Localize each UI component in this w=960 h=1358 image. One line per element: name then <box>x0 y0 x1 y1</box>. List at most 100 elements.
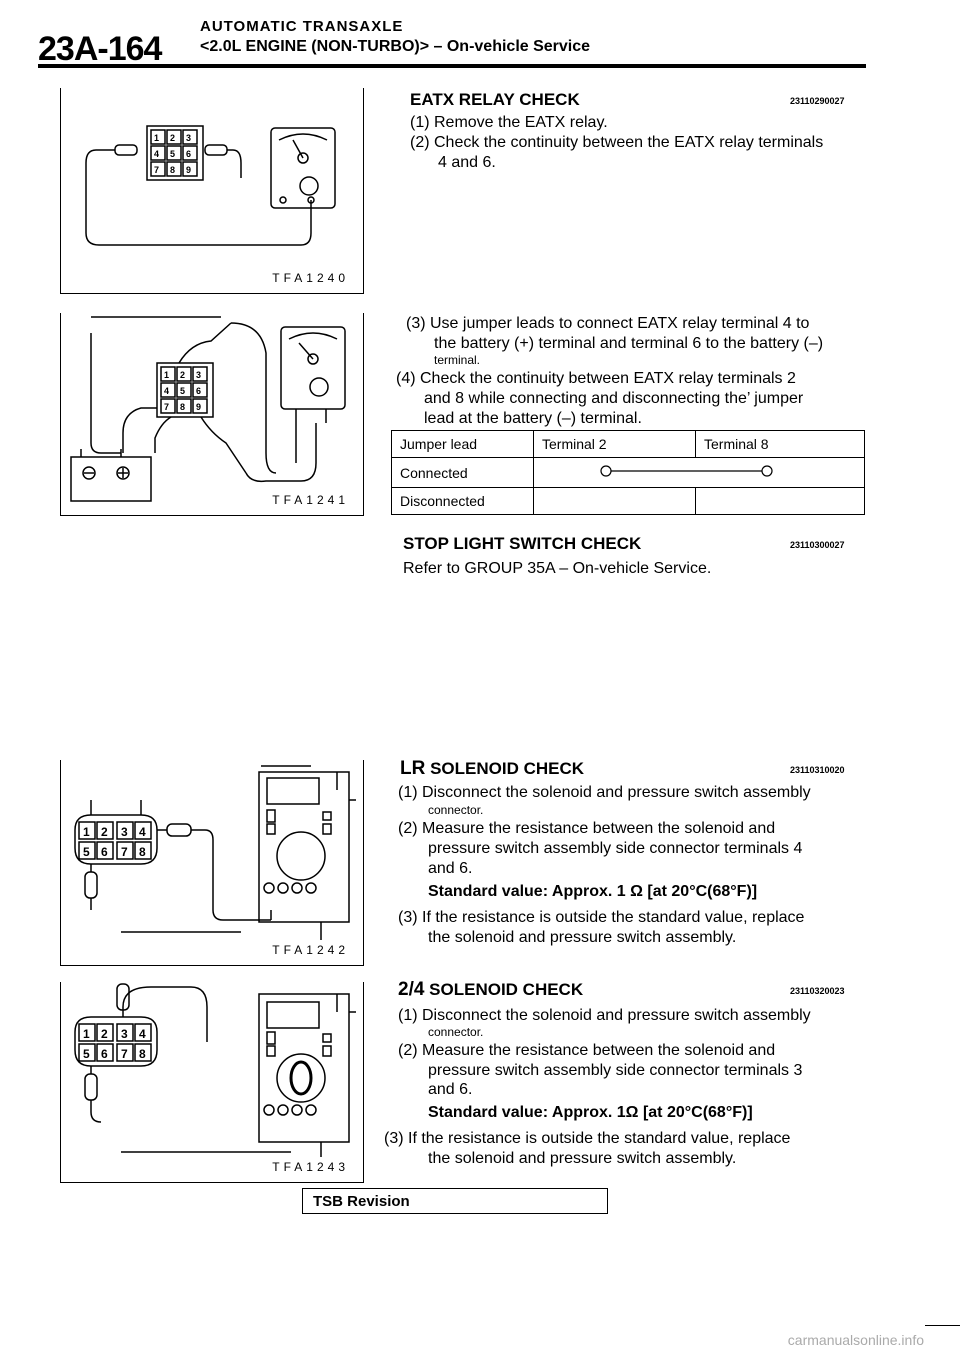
svg-text:7: 7 <box>121 1047 128 1061</box>
lr-step-3-cont: the solenoid and pressure switch assembl… <box>428 929 737 946</box>
svg-text:2: 2 <box>101 825 108 839</box>
watermark: carmanualsonline.info <box>787 1332 924 1348</box>
svg-text:5: 5 <box>83 1047 90 1061</box>
eatx-step-2: (2) Check the continuity between the EAT… <box>410 134 824 151</box>
svg-text:2: 2 <box>170 133 175 143</box>
lr-step-1: (1) Disconnect the solenoid and pressure… <box>398 784 811 801</box>
table-row: Disconnected <box>391 487 865 515</box>
svg-text:3: 3 <box>121 825 128 839</box>
eatx-relay-title: EATX RELAY CHECK <box>410 90 580 109</box>
svg-text:2: 2 <box>101 1027 108 1041</box>
svg-text:4: 4 <box>154 149 159 159</box>
svg-text:4: 4 <box>139 825 146 839</box>
eatx-step-2-cont: 4 and 6. <box>438 154 496 171</box>
24-solenoid-code: 23110320023 <box>790 986 845 996</box>
figure-relay-jumper: 1 2 3 4 5 6 7 8 9 TFA1241 <box>60 313 364 516</box>
eatx-step-3-end: terminal. <box>434 353 481 367</box>
svg-text:3: 3 <box>121 1027 128 1041</box>
24-step-2: (2) Measure the resistance between the s… <box>398 1042 776 1059</box>
24-title-text: SOLENOID CHECK <box>429 980 584 999</box>
svg-text:6: 6 <box>196 386 201 396</box>
eatx-step-1: (1) Remove the EATX relay. <box>410 114 608 131</box>
svg-text:7: 7 <box>154 165 159 175</box>
lr-standard-value: Standard value: Approx. 1 Ω [at 20°C(68°… <box>428 883 758 900</box>
lr-solenoid-title: LR SOLENOID CHECK <box>400 758 584 780</box>
eatx-step-3: (3) Use jumper leads to connect EATX rel… <box>406 315 810 332</box>
stop-light-text: Refer to GROUP 35A – On-vehicle Service. <box>403 560 712 577</box>
lr-step-2-end: and 6. <box>428 860 473 877</box>
figure-code: TFA1240 <box>272 271 349 285</box>
stop-light-code: 23110300027 <box>790 540 845 550</box>
relay-battery-diagram: 1 2 3 4 5 6 7 8 9 <box>70 316 346 502</box>
page-number: 23A-164 <box>38 30 162 68</box>
svg-text:7: 7 <box>164 402 169 412</box>
eatx-step-4-end: lead at the battery (–) terminal. <box>424 410 642 427</box>
page-subtitle: <2.0L ENGINE (NON-TURBO)> – On-vehicle S… <box>200 38 591 55</box>
continuity-symbol <box>600 465 773 477</box>
svg-text:8: 8 <box>170 165 175 175</box>
svg-text:5: 5 <box>83 845 90 859</box>
svg-text:6: 6 <box>186 149 191 159</box>
svg-text:6: 6 <box>101 845 108 859</box>
24-step-1: (1) Disconnect the solenoid and pressure… <box>398 1007 811 1024</box>
svg-text:8: 8 <box>139 1047 146 1061</box>
svg-text:8: 8 <box>180 402 185 412</box>
lr-step-3: (3) If the resistance is outside the sta… <box>398 909 805 926</box>
table-cell <box>533 487 696 515</box>
lr-step-2: (2) Measure the resistance between the s… <box>398 820 776 837</box>
continuity-table: Jumper lead Terminal 2 Terminal 8 Connec… <box>391 430 865 515</box>
lr-step-1-cont: connector. <box>428 803 484 817</box>
24-step-2-end: and 6. <box>428 1081 473 1098</box>
svg-text:3: 3 <box>186 133 191 143</box>
eatx-relay-code: 23110290027 <box>790 96 845 106</box>
svg-text:1: 1 <box>83 825 90 839</box>
figure-relay-continuity: 1 2 3 4 5 6 7 8 9 TFA1240 <box>60 88 364 294</box>
figure-code: TFA1243 <box>272 1160 349 1174</box>
figure-code: TFA1242 <box>272 943 349 957</box>
stop-light-title: STOP LIGHT SWITCH CHECK <box>403 534 642 553</box>
header-rule <box>38 64 866 68</box>
svg-text:5: 5 <box>170 149 175 159</box>
svg-text:2: 2 <box>180 370 185 380</box>
24-standard-value: Standard value: Approx. 1Ω [at 20°C(68°F… <box>428 1104 753 1121</box>
tsb-revision-box: TSB Revision <box>302 1188 608 1214</box>
24-prefix: 2/4 <box>398 979 425 1000</box>
row-label-disconnected: Disconnected <box>391 487 534 515</box>
svg-text:9: 9 <box>186 165 191 175</box>
svg-text:4: 4 <box>164 386 169 396</box>
table-row: Connected <box>391 457 865 488</box>
chapter-title: AUTOMATIC TRANSAXLE <box>200 18 404 35</box>
24-step-2-cont: pressure switch assembly side connector … <box>428 1062 803 1079</box>
table-cell <box>695 487 865 515</box>
svg-text:9: 9 <box>196 402 201 412</box>
corner-rule <box>925 1325 960 1326</box>
svg-text:6: 6 <box>101 1047 108 1061</box>
lr-prefix: LR <box>400 758 426 779</box>
table-header-terminal-8: Terminal 8 <box>695 430 865 458</box>
svg-text:5: 5 <box>180 386 185 396</box>
table-header-row: Jumper lead Terminal 2 Terminal 8 <box>391 430 865 458</box>
svg-text:1: 1 <box>164 370 169 380</box>
svg-text:1: 1 <box>83 1027 90 1041</box>
table-header-terminal-2: Terminal 2 <box>533 430 696 458</box>
eatx-step-4-cont: and 8 while connecting and disconnecting… <box>424 390 804 407</box>
svg-text:3: 3 <box>196 370 201 380</box>
continuity-cell <box>533 457 865 488</box>
lr-title-text: SOLENOID CHECK <box>430 759 585 778</box>
svg-text:7: 7 <box>121 845 128 859</box>
24-step-3-cont: the solenoid and pressure switch assembl… <box>428 1150 737 1167</box>
svg-text:8: 8 <box>139 845 146 859</box>
relay-ohmmeter-diagram: 1 2 3 4 5 6 7 8 9 <box>85 125 336 246</box>
table-header-jumper: Jumper lead <box>391 430 534 458</box>
svg-text:1: 1 <box>154 133 159 143</box>
24-step-1-cont: connector. <box>428 1025 484 1039</box>
24-solenoid-title: 2/4 SOLENOID CHECK <box>398 979 583 1001</box>
figure-code: TFA1241 <box>272 493 349 507</box>
svg-text:4: 4 <box>139 1027 146 1041</box>
lr-step-2-cont: pressure switch assembly side connector … <box>428 840 803 857</box>
lr-solenoid-code: 23110310020 <box>790 765 845 775</box>
